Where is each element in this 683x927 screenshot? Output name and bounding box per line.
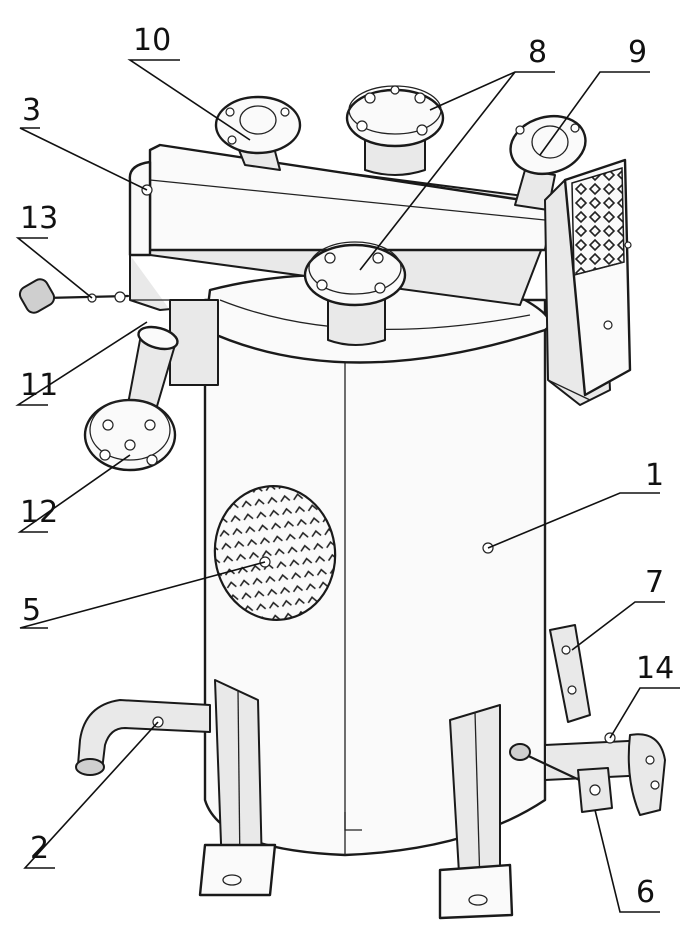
label-7: 7 (645, 565, 664, 600)
leader-lines (15, 59, 680, 913)
side-grille-unit (544, 158, 632, 406)
label-11: 11 (20, 368, 58, 403)
label-6: 6 (636, 875, 655, 910)
label-9: 9 (628, 35, 647, 70)
side-bracket (549, 624, 591, 723)
label-2: 2 (30, 831, 49, 866)
label-1: 1 (645, 458, 664, 493)
label-3: 3 (22, 93, 41, 128)
support-legs (198, 679, 514, 920)
drain-elbow (75, 699, 211, 776)
label-12: 12 (20, 495, 58, 530)
bottom-outlet (509, 733, 666, 816)
top-left-flange (214, 95, 302, 171)
left-probe (18, 278, 130, 314)
label-13: 13 (20, 201, 58, 236)
label-14: 14 (636, 651, 674, 686)
top-rear-flange (345, 85, 445, 176)
part-labels: 1 2 3 5 6 7 8 9 10 11 12 13 14 (20, 23, 674, 910)
perforated-window (213, 485, 337, 621)
label-10: 10 (133, 23, 171, 58)
top-front-flange (303, 241, 407, 346)
left-inlet-pipe (83, 325, 179, 472)
label-8: 8 (528, 35, 547, 70)
label-5: 5 (22, 593, 41, 628)
